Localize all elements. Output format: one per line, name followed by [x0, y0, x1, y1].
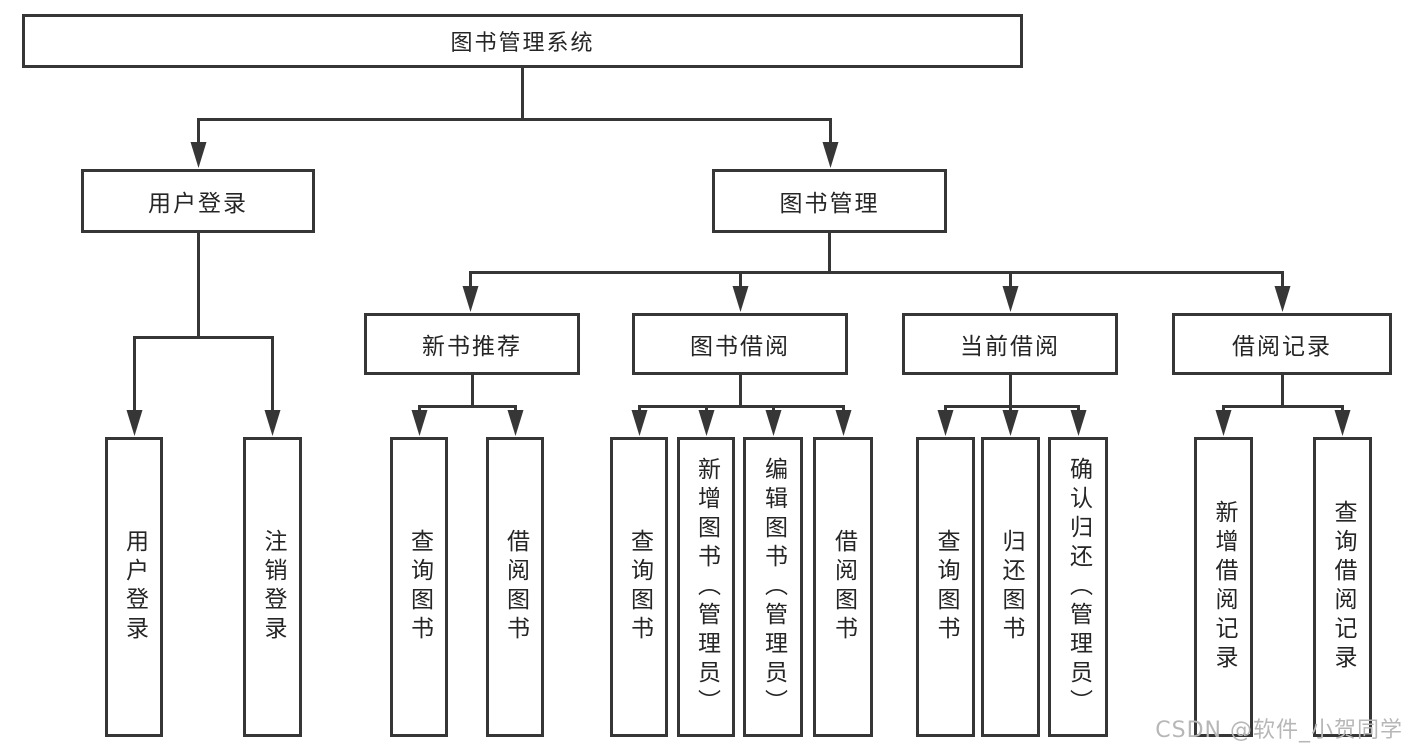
leaf-borrowing-edit-books-admin: 编辑图书（管理员）: [743, 437, 803, 737]
node-user-login: 用户登录: [81, 169, 315, 233]
arrowheads: [126, 142, 1351, 436]
node-book-management: 图书管理: [712, 169, 947, 233]
leaf-current-confirm-return-admin: 确认归还（管理员）: [1048, 437, 1108, 737]
leaf-newrec-query-books: 查询图书: [390, 437, 448, 737]
node-book-borrowing: 图书借阅: [632, 313, 848, 375]
leaf-borrowing-borrow-books: 借阅图书: [813, 437, 873, 737]
leaf-current-query-books: 查询图书: [916, 437, 975, 737]
leaf-user-login: 用户登录: [105, 437, 163, 737]
leaf-borrowing-add-books-admin: 新增图书（管理员）: [677, 437, 735, 737]
leaf-borrowing-query-books: 查询图书: [610, 437, 668, 737]
node-new-book-recommend: 新书推荐: [364, 313, 580, 375]
node-borrowing-records: 借阅记录: [1172, 313, 1392, 375]
leaf-current-return-books: 归还图书: [981, 437, 1040, 737]
leaf-logout: 注销登录: [243, 437, 302, 737]
leaf-records-query-record: 查询借阅记录: [1313, 437, 1372, 737]
leaf-newrec-borrow-books: 借阅图书: [486, 437, 544, 737]
node-library-management-system: 图书管理系统: [22, 14, 1023, 68]
leaf-records-add-record: 新增借阅记录: [1194, 437, 1253, 737]
node-current-borrowing: 当前借阅: [902, 313, 1118, 375]
